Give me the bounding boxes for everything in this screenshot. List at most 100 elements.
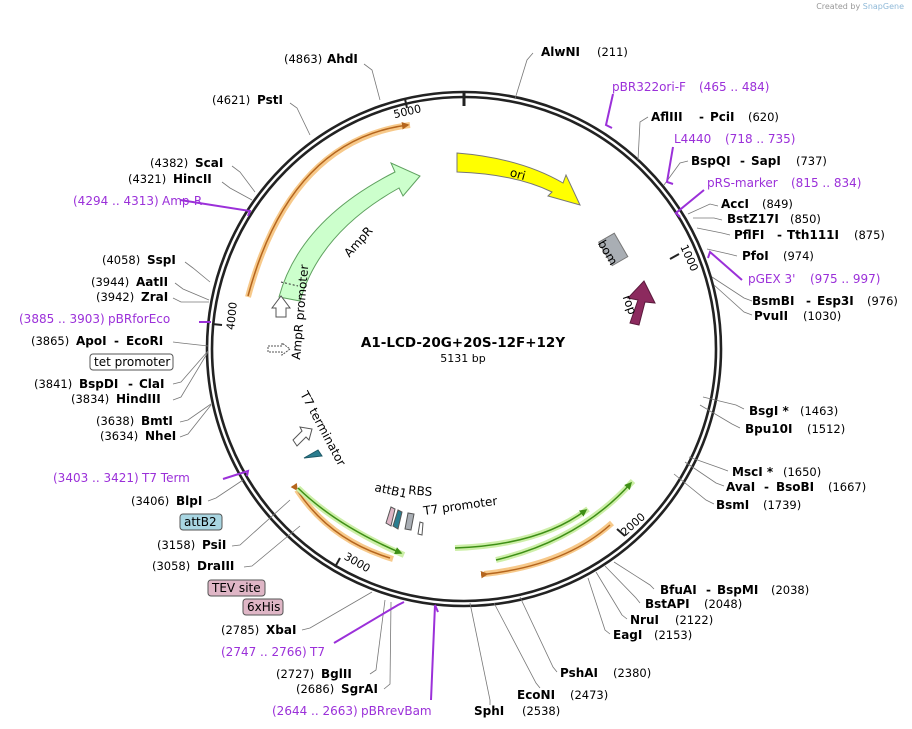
enzyme-acci: AccI (849): [721, 197, 793, 211]
enzyme-bstapi: BstAPI (2048): [645, 597, 742, 611]
ori-feature: ori: [456, 152, 581, 206]
pbr322orif-range: (465 .. 484): [699, 80, 769, 94]
enzyme-sgrai: (2686) SgrAI: [296, 682, 378, 696]
pflfi-pos: (875): [854, 228, 885, 242]
enzyme-nrui: NruI (2122): [630, 613, 713, 627]
bstapi-name: BstAPI: [645, 597, 690, 611]
ampr-label: AmpR: [341, 224, 375, 260]
zrai-name: ZraI: [141, 290, 168, 304]
pcii-name: PciI: [710, 110, 735, 124]
tick-5000-mark: [404, 98, 408, 109]
apoi-sep: -: [114, 334, 119, 348]
msci-pos: (1650): [783, 465, 821, 479]
nrui-pos: (2122): [675, 613, 713, 627]
sspi-name: SspI: [147, 253, 176, 267]
t7term-range: (3403 .. 3421): [53, 471, 139, 485]
tick-1000: 1000: [677, 243, 700, 274]
enzyme-sphi: SphI (2538): [474, 704, 560, 718]
sspi-pos: (4058): [102, 253, 140, 267]
tick-3000-mark: [334, 557, 341, 568]
bspqi-pos: (737): [796, 154, 827, 168]
tet-promoter-label: tet promoter: [94, 355, 170, 369]
enzyme-econi: EcoNI (2473): [517, 688, 608, 702]
t7-range: (2747 .. 2766): [221, 645, 307, 659]
enzyme-draiii: (3058) DraIII: [152, 559, 234, 573]
enzyme-hincii: (4321) HincII: [128, 172, 212, 186]
clai-name: ClaI: [139, 377, 164, 391]
enzyme-aatii: (3944) AatII: [91, 275, 168, 289]
msci-name: MscI *: [732, 465, 774, 479]
feature-tet-promoter: tet promoter: [89, 353, 174, 371]
econi-name: EcoNI: [517, 688, 555, 702]
snapgene-logo: SnapGene: [862, 2, 904, 11]
ahdi-name: AhdI: [327, 52, 358, 66]
plasmid-name: A1-LCD-20G+20S-12F+12Y: [361, 335, 565, 351]
pbrrevbam-name: pBRrevBam: [361, 704, 432, 718]
enzyme-pflfi: PflFI - Tth111I (875): [734, 228, 885, 242]
feature-attb2: attB2: [179, 513, 223, 531]
bsobi-name: BsoBI: [776, 480, 814, 494]
xbai-pos: (2785): [221, 623, 259, 637]
bfuai-pos: (2038): [771, 583, 809, 597]
alwni-pos: (211): [597, 45, 628, 59]
enzyme-apoi: (3865) ApoI - EcoRI: [31, 334, 163, 348]
bsmi-pos: (1739): [763, 498, 801, 512]
6xhis-label: 6xHis: [247, 600, 280, 614]
t7term-name: T7 Term: [141, 471, 190, 485]
leader-lines: [172, 52, 753, 705]
pflfi-name: PflFI: [734, 228, 764, 242]
eagi-pos: (2153): [654, 628, 692, 642]
acci-pos: (849): [762, 197, 793, 211]
pfoi-pos: (974): [783, 249, 814, 263]
bmti-name: BmtI: [141, 414, 173, 428]
enzyme-alwni: AlwNI (211): [541, 45, 628, 59]
ecori-name: EcoRI: [126, 334, 163, 348]
pgex3-name: pGEX 3': [748, 272, 795, 286]
bsmi-name: BsmI: [716, 498, 749, 512]
enzyme-hindiii: (3834) HindIII: [71, 392, 161, 406]
pbrrevbam-range: (2644 .. 2663): [272, 704, 358, 718]
tick-2000-mark: [616, 528, 626, 537]
enzyme-msci: MscI * (1650): [732, 465, 821, 479]
afliii-name: AflIII: [651, 110, 683, 124]
apoi-pos: (3865): [31, 334, 69, 348]
t7-promoter-label: T7 promoter: [421, 494, 498, 518]
enzyme-pfoi: PfoI (974): [742, 249, 814, 263]
rop-label: rop: [620, 293, 640, 316]
enzyme-afliii: AflIII - PciI (620): [651, 110, 779, 124]
prsmarker-range: (815 .. 834): [791, 176, 861, 190]
bglii-name: BglII: [321, 667, 352, 681]
feature-arcs: [245, 122, 636, 579]
zrai-pos: (3942): [96, 290, 134, 304]
pbrforeco-name: pBRforEco: [108, 312, 170, 326]
t7-terminator: T7 terminator: [292, 388, 348, 468]
bpu10i-name: Bpu10I: [745, 422, 792, 436]
afliii-pos: (620): [748, 110, 779, 124]
blpi-name: BlpI: [176, 494, 202, 508]
bpu10i-pos: (1512): [807, 422, 845, 436]
hindiii-pos: (3834): [71, 392, 109, 406]
apoi-name: ApoI: [76, 334, 107, 348]
bspdi-name: BspDI: [79, 377, 118, 391]
enzyme-bstz17i: BstZ17I (850): [727, 212, 821, 226]
enzyme-sspi: (4058) SspI: [102, 253, 176, 267]
tick-4000-mark: [211, 323, 223, 326]
nhei-name: NheI: [145, 429, 176, 443]
credit-text: Created by SnapGene: [816, 2, 904, 11]
acci-name: AccI: [721, 197, 749, 211]
enzyme-bspdi: (3841) BspDI - ClaI: [34, 377, 164, 391]
pfoi-name: PfoI: [742, 249, 769, 263]
bsgi-name: BsgI *: [749, 404, 790, 418]
aatii-name: AatII: [136, 275, 168, 289]
pflfi-sep: -: [777, 228, 782, 242]
enzyme-nhei: (3634) NheI: [100, 429, 176, 443]
bspqi-sep: -: [740, 154, 745, 168]
tth111i-name: Tth111I: [787, 228, 839, 242]
pvuii-pos: (1030): [803, 309, 841, 323]
enzyme-psti: (4621) PstI: [212, 93, 283, 107]
bom-feature: bom: [595, 232, 629, 268]
bsmbi-pos: (976): [867, 294, 898, 308]
psti-name: PstI: [257, 93, 283, 107]
t7-name: T7: [309, 645, 325, 659]
enzyme-bglii: (2727) BglII: [276, 667, 352, 681]
